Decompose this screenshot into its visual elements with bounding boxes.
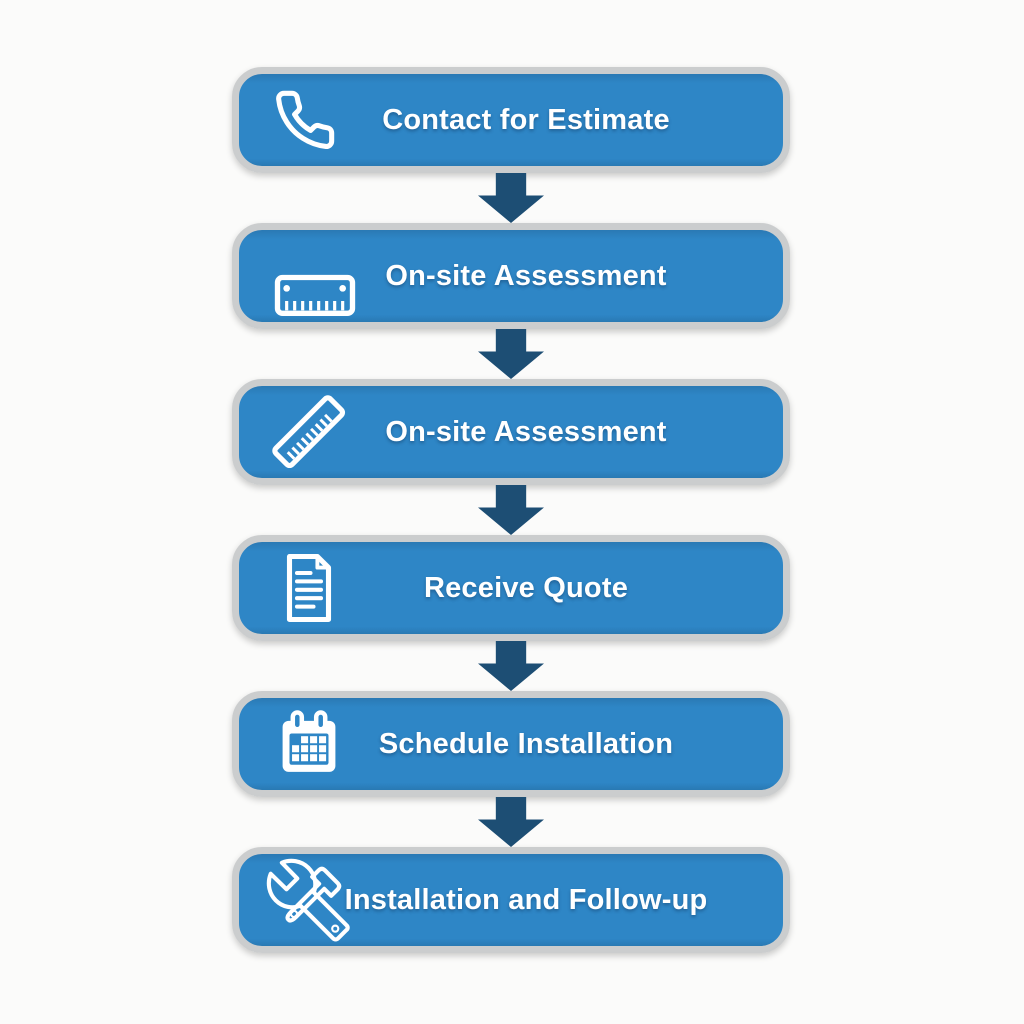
connector-zone	[232, 797, 790, 847]
connector-zone	[232, 641, 790, 691]
down-arrow-icon	[478, 485, 544, 535]
down-arrow-icon	[478, 329, 544, 379]
step-schedule-installation: Schedule Installation	[232, 691, 790, 797]
step-label: Receive Quote	[423, 571, 629, 604]
step-label: On-site Assessment	[385, 259, 667, 292]
connector-zone	[232, 173, 790, 223]
ruler-horizontal-icon	[273, 270, 357, 320]
connector-zone	[232, 329, 790, 379]
step-installation-followup: Installation and Follow-up	[232, 847, 790, 953]
step-onsite-assessment-1: On-site Assessment	[232, 223, 790, 329]
step-onsite-assessment-2: On-site Assessment	[232, 379, 790, 485]
connector-zone	[232, 485, 790, 535]
step-contact-for-estimate: Contact for Estimate	[232, 67, 790, 173]
process-flow: Contact for Estimate	[232, 67, 790, 953]
down-arrow-icon	[478, 641, 544, 691]
ruler-diagonal-icon	[265, 388, 353, 476]
step-label: Contact for Estimate	[382, 103, 670, 136]
step-receive-quote: Receive Quote	[232, 535, 790, 641]
step-label: Schedule Installation	[378, 727, 674, 760]
phone-icon	[273, 88, 337, 152]
down-arrow-icon	[478, 173, 544, 223]
down-arrow-icon	[478, 797, 544, 847]
tools-icon	[265, 857, 351, 943]
document-icon	[279, 551, 339, 625]
calendar-icon	[273, 705, 345, 783]
step-label: On-site Assessment	[385, 415, 667, 448]
step-label: Installation and Follow-up	[344, 883, 708, 916]
